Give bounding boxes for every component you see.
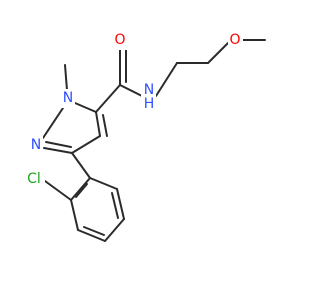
phenyl-c2-to-c3-bond	[70, 199, 79, 231]
phenyl-c1-to-c2-bond	[70, 177, 91, 201]
phenyl-c6-to-c1-bond	[89, 177, 118, 190]
n2-to-c3-double-bond	[43, 147, 73, 154]
n1-to-methyl-bond	[64, 64, 68, 91]
phenyl-c4-to-c5-bond	[104, 218, 125, 242]
pyrazole-c4-to-c5-bond	[95, 111, 101, 137]
n1-to-n2-bond	[42, 107, 64, 139]
chlorine-atom: Cl	[23, 170, 45, 189]
atom-label-layer: O O N H N N Cl	[23, 31, 243, 189]
pyrazole-c3-to-phenyl-bond	[71, 152, 91, 179]
phenyl-c1-to-c2-double-bond	[75, 183, 88, 198]
bond-layer	[42, 39, 266, 242]
molecule-structure-diagram: O O N H N N Cl	[23, 31, 266, 242]
ether-oxygen-atom: O	[228, 31, 243, 50]
amide-nitrogen-atom: N H	[141, 81, 156, 112]
nh-to-ethyl-c1-bond	[155, 62, 178, 97]
carbonyl-oxygen-atom: O	[112, 31, 127, 50]
amide-nitrogen-label: N	[144, 82, 154, 98]
amide-hydrogen-label: H	[144, 96, 155, 112]
pyrazole-n1-atom: N	[60, 89, 75, 108]
chlorine-label: Cl	[27, 171, 41, 187]
phenyl-c5-to-c6-bond	[116, 188, 125, 220]
pyrazole-c5-to-n1-bond	[74, 102, 97, 113]
pyrazole-c4-to-c5-double-bond	[102, 114, 108, 137]
amide-carbon-to-pyrazole-c5-bond	[95, 84, 121, 113]
phenyl-c2-to-cl-bond	[44, 180, 72, 201]
pyrazole-n2-atom: N	[28, 136, 43, 155]
phenyl-c5-to-c6-double-bond	[111, 192, 119, 219]
ether-oxygen-label: O	[229, 32, 240, 48]
n2-to-c3-double-bond-inner	[45, 141, 72, 148]
phenyl-c3-to-c4-double-bond	[83, 226, 105, 236]
carbonyl-oxygen-label: O	[114, 32, 125, 48]
ethyl-c2-to-ether-o-bond	[207, 42, 229, 64]
pyrazole-n1-label: N	[63, 90, 73, 106]
pyrazole-n2-label: N	[31, 137, 41, 153]
pyrazole-c3-to-c4-bond	[71, 135, 101, 154]
phenyl-c3-to-c4-bond	[77, 229, 106, 242]
amide-carbon-to-nh-bond	[119, 84, 143, 97]
